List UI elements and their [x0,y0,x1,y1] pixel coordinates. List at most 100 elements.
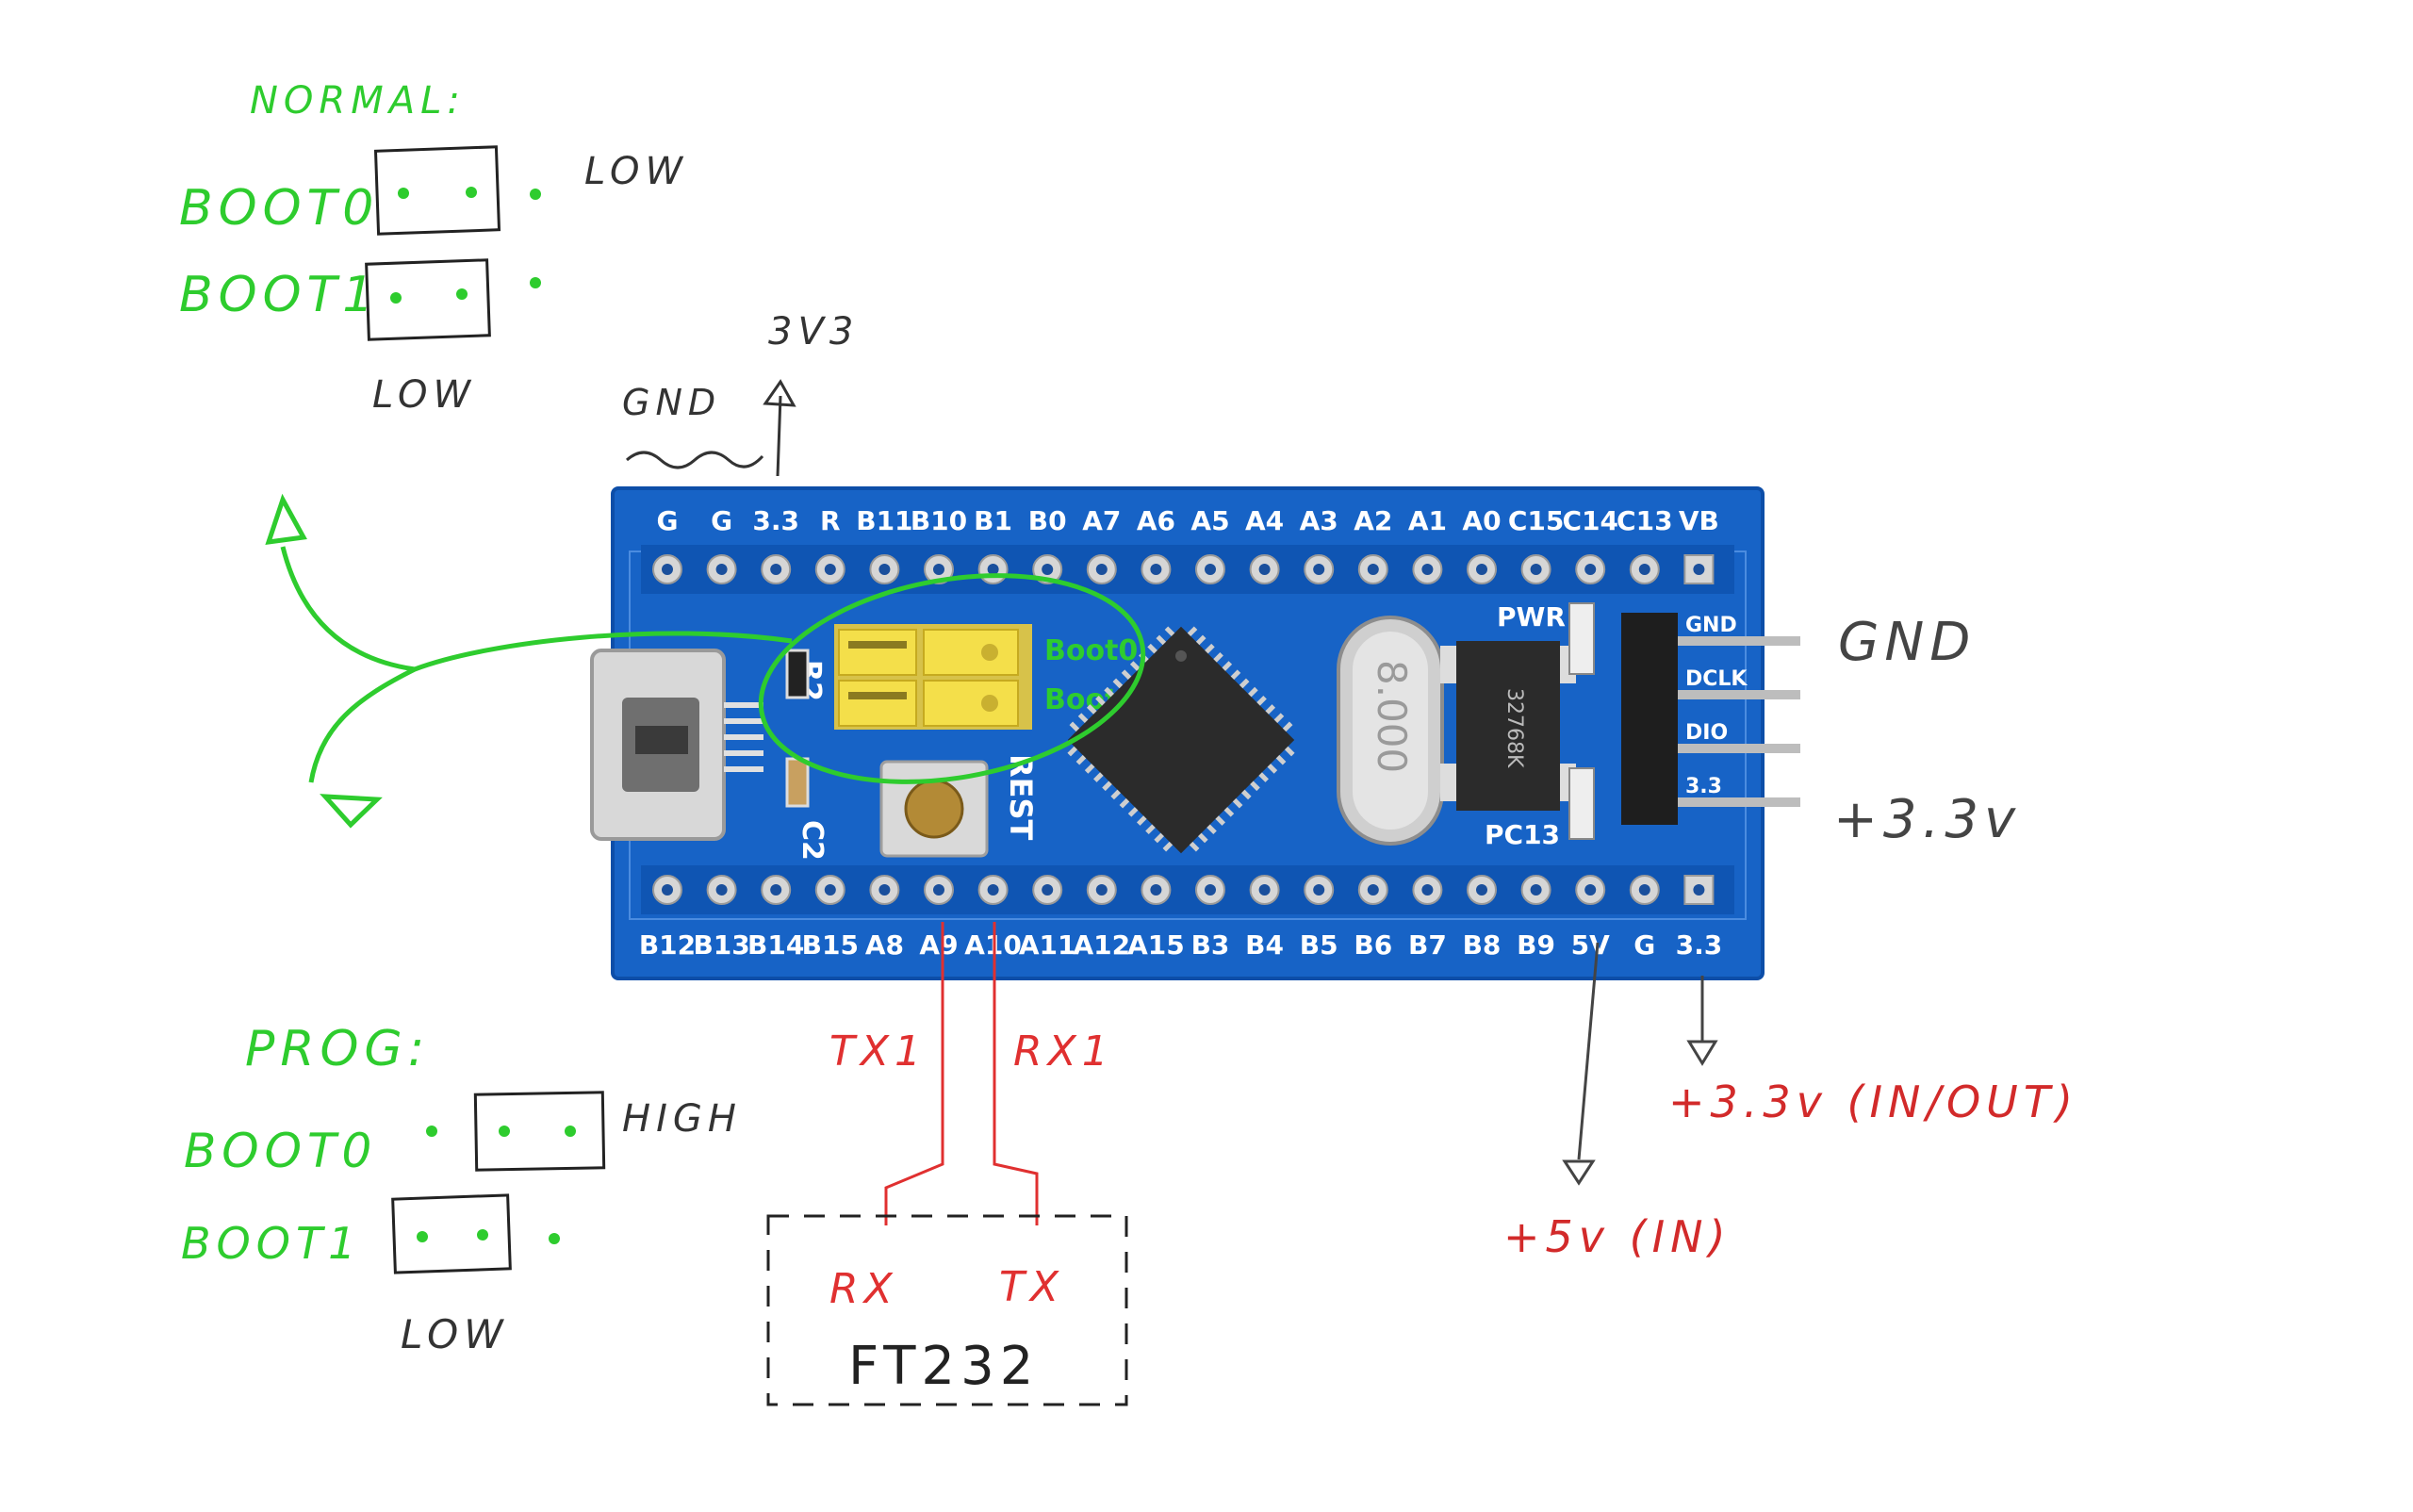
bottom-pin-hole [878,884,891,896]
prog-boot0-pin [565,1126,576,1137]
prog-section: PROG: BOOT0 BOOT1 HIGH LOW [181,1021,742,1357]
mcu-lead [1198,832,1208,844]
mcu-lead [1215,815,1226,826]
mcu-lead [1067,746,1078,757]
arrow-head-down [320,794,383,829]
top-pin-row [652,554,1715,584]
boot-annotation-green [265,493,1146,829]
top-pin-hole [1638,564,1650,575]
gnd-squiggle [626,451,764,469]
mcu-lead [1206,824,1217,835]
label-pwr: PWR [1497,601,1566,633]
mcu-lead [1256,695,1267,706]
mcu-lead [1240,789,1252,800]
bottom-pin-label: B6 [1354,929,1392,961]
normal-title: NORMAL: [250,79,466,123]
bottom-pin-hole [1150,884,1162,896]
bottom-pin-hole [1476,884,1487,896]
label-ft232: FT232 [848,1336,1039,1397]
bottom-pin-label: A9 [919,929,958,961]
mcu-lead [1127,807,1139,817]
normal-boot1-jumper [365,258,491,341]
top-pin-label: A4 [1245,505,1284,536]
top-pin-hole [1150,564,1162,575]
jumper-label-boot0: Boot0 [1044,634,1138,667]
bottom-pin-label: A15 [1127,929,1185,961]
mcu-lead [1195,634,1206,646]
label-rx1: RX1 [1013,1027,1114,1076]
mcu-lead [1258,772,1269,782]
bottom-pin-hole [1095,884,1108,896]
bottom-pin-label: B8 [1463,929,1502,961]
mcu-lead [1230,669,1241,681]
rx1-wire [993,922,1039,1225]
bottom-pin-hole [824,884,836,896]
top-pin-label: B1 [974,505,1012,536]
prog-boot0-pin [499,1126,510,1137]
bottom-pin-hole [1042,884,1054,896]
mcu-lead [1121,669,1132,681]
top-pin-hole [1095,564,1108,575]
label-c2: C2 [796,820,829,861]
top-pin-label: B11 [856,505,912,536]
mcu-lead [1223,807,1235,817]
bottom-pin-hole [987,884,999,896]
mcu-lead [1147,643,1157,654]
prog-boot1-label: BOOT1 [181,1218,361,1269]
top-pin-hole [878,564,891,575]
top-pin-label: C13 [1617,505,1673,536]
mcu-lead [1187,626,1198,637]
bottom-pin-hole [1584,884,1597,896]
top-header [641,545,1734,594]
mcu-lead [1086,704,1097,715]
top-pin-label: A3 [1300,505,1338,536]
normal-boot0-pin [530,189,541,200]
swd-label-gnd: GND [1685,614,1737,637]
tx1-wire [884,922,944,1225]
arrow-5v [1562,942,1600,1186]
swd-label-dclk: DCLK [1685,667,1748,691]
prog-boot0-state: HIGH [622,1097,742,1141]
bottom-pin-label: B12 [639,929,696,961]
normal-boot1-pin [456,288,468,300]
bottom-pin-hole [1693,884,1705,896]
bottom-pin-hole [1313,884,1325,896]
top-pin-hole [824,564,836,575]
crystal-value: 8.000 [1369,660,1415,773]
ft232-module [766,1214,1128,1406]
label-tx1: TX1 [829,1027,927,1076]
top-pin-label: C15 [1508,505,1565,536]
normal-boot0-pin [466,187,477,198]
mcu-lead [1267,764,1278,774]
right-3v3: +3.3v [1833,789,2021,850]
normal-boot1-state: LOW [372,373,476,417]
normal-boot1-label: BOOT1 [179,267,379,323]
mcu-lead [1162,841,1174,852]
prog-boot1-jumper [391,1193,512,1274]
label-rx: RX [829,1265,898,1313]
top-pin-label: B10 [911,505,967,536]
top-pin-label: B0 [1028,505,1067,536]
mcu-lead [1248,686,1258,698]
bottom-pin-label: B4 [1245,929,1284,961]
reg-chip-label: 32768K [1502,688,1526,768]
top-pin-hole [662,564,673,575]
mcu-lead [1232,797,1243,809]
top-pin-hole [1367,564,1379,575]
bottom-pin-label: A8 [865,929,904,961]
top-pin-label: C14 [1562,505,1618,536]
normal-boot0-state: LOW [584,150,688,193]
top-pin-hole [715,564,728,575]
top-pin-hole [1313,564,1325,575]
top-pin-label: VB [1679,505,1719,536]
swd-label-3v3: 3.3 [1685,775,1722,798]
prog-boot1-state: LOW [401,1311,509,1357]
top-pin-label: A2 [1354,505,1392,536]
top-pin-label: A6 [1137,505,1175,536]
prog-boot0-pin [426,1126,437,1137]
mcu-lead [1189,841,1200,852]
bottom-pin-row [652,875,1715,905]
mcu-lead [1069,721,1080,732]
